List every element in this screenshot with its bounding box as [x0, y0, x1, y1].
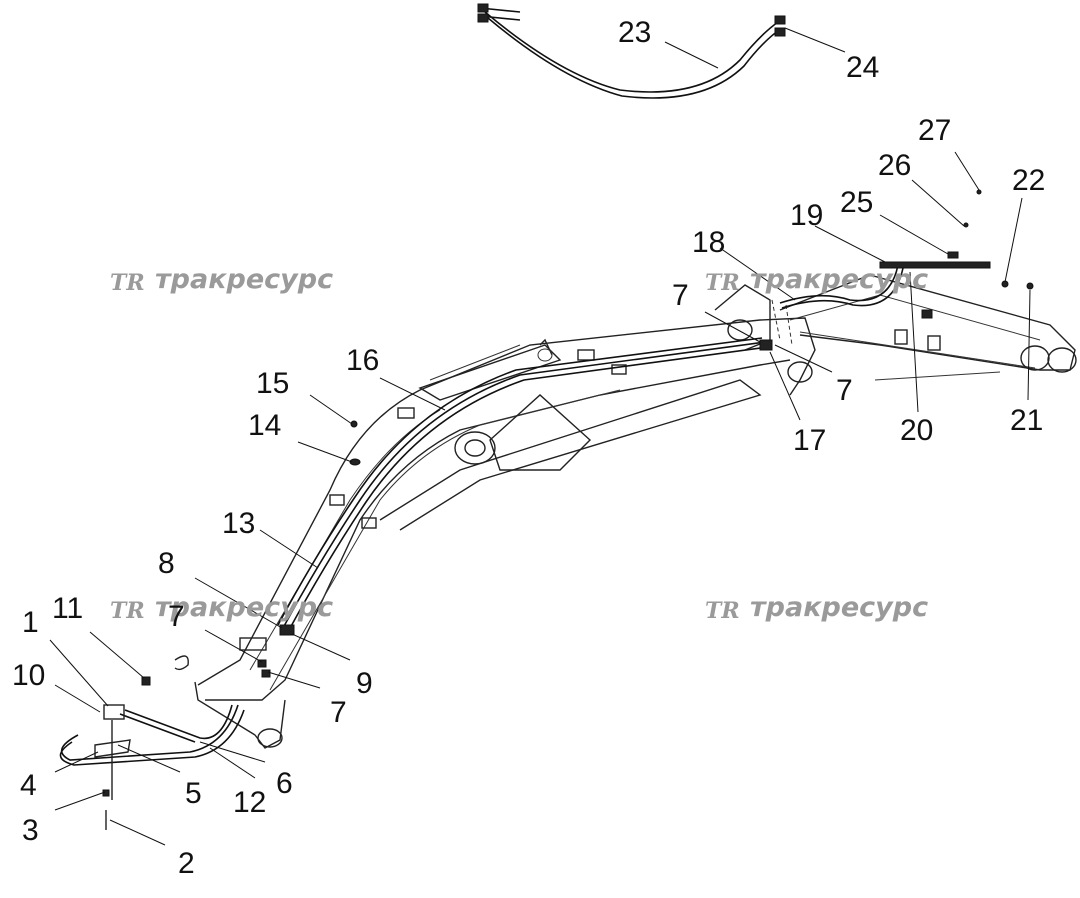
callout-7a: 7 — [168, 600, 185, 633]
callout-1: 1 — [22, 606, 39, 639]
svg-text:тракресурс: тракресурс — [750, 592, 928, 623]
watermark-1: TR тракресурс — [110, 264, 333, 296]
callout-labels: 1 2 3 4 5 6 7 7 7 7 8 9 10 11 12 13 14 1… — [12, 16, 1045, 880]
callout-15: 15 — [256, 367, 289, 400]
callout-7d: 7 — [836, 374, 853, 407]
callout-13: 13 — [222, 507, 255, 540]
svg-text:TR: TR — [110, 598, 145, 624]
callout-18: 18 — [692, 226, 725, 259]
svg-text:TR: TR — [705, 598, 740, 624]
callout-17: 17 — [793, 424, 826, 457]
svg-text:тракресурс: тракресурс — [155, 592, 333, 623]
watermark-4: TR тракресурс — [705, 592, 928, 624]
callout-11: 11 — [52, 592, 83, 625]
callout-4: 4 — [20, 769, 37, 802]
callout-22: 22 — [1012, 164, 1045, 197]
callout-14: 14 — [248, 409, 281, 442]
callout-19: 19 — [790, 199, 823, 232]
arm-hoses — [779, 264, 904, 309]
svg-text:тракресурс: тракресурс — [155, 264, 333, 295]
callout-24: 24 — [846, 51, 879, 84]
svg-text:TR: TR — [705, 270, 740, 296]
foot-hoses — [59, 704, 245, 766]
callout-27: 27 — [918, 114, 951, 147]
callout-16: 16 — [346, 344, 379, 377]
callout-6: 6 — [276, 767, 293, 800]
callout-9: 9 — [356, 667, 373, 700]
callout-10: 10 — [12, 659, 45, 692]
watermark-3: TR тракресурс — [110, 592, 333, 624]
callout-25: 25 — [840, 186, 873, 219]
callout-2: 2 — [178, 847, 195, 880]
callout-23: 23 — [618, 16, 651, 49]
callout-21: 21 — [1010, 404, 1043, 437]
svg-text:TR: TR — [110, 270, 145, 296]
callout-20: 20 — [900, 414, 933, 447]
callout-12: 12 — [233, 786, 266, 819]
callout-5: 5 — [185, 777, 202, 810]
callout-8: 8 — [158, 547, 175, 580]
svg-text:тракресурс: тракресурс — [750, 264, 928, 295]
callout-7b: 7 — [330, 696, 347, 729]
leader-lines — [49, 27, 1031, 846]
callout-7c: 7 — [672, 279, 689, 312]
boom-hoses — [277, 337, 769, 631]
spare-hoses — [477, 3, 786, 99]
callout-3: 3 — [22, 814, 39, 847]
callout-26: 26 — [878, 149, 911, 182]
watermark-2: TR тракресурс — [705, 264, 928, 296]
